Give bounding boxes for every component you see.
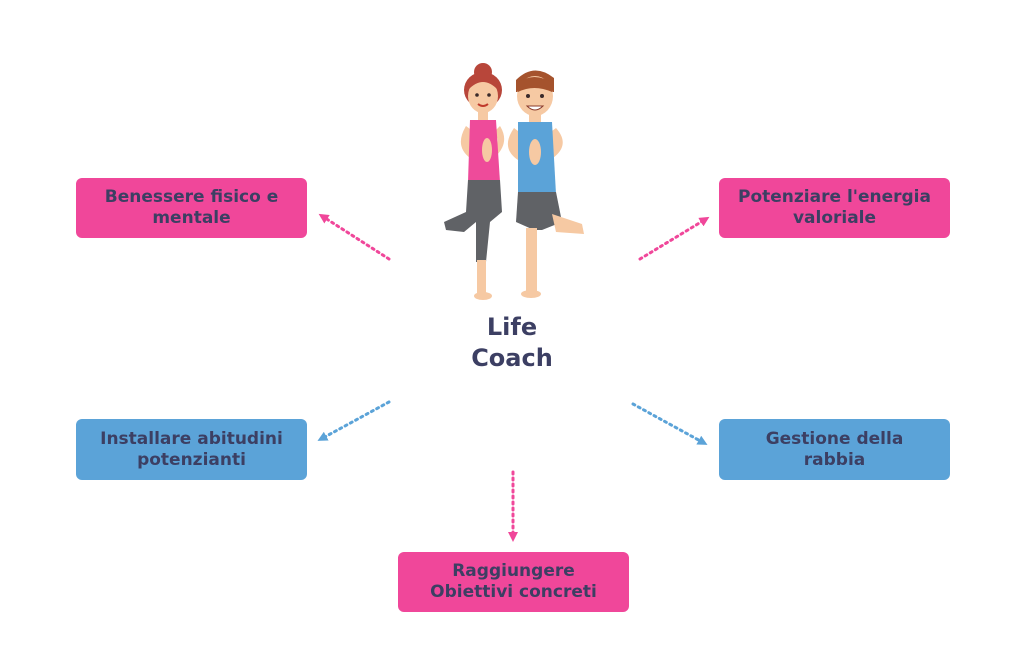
man-figure bbox=[507, 70, 584, 298]
node-raggiungere: Raggiungere Obiettivi concreti bbox=[398, 552, 629, 612]
yoga-couple-icon bbox=[444, 63, 584, 300]
woman-figure bbox=[444, 63, 505, 300]
center-title-line2: Coach bbox=[471, 344, 553, 372]
node-potenziare: Potenziare l'energia valoriale bbox=[719, 178, 950, 238]
center-title: Life Coach bbox=[432, 312, 592, 374]
node-gestione: Gestione della rabbia bbox=[719, 419, 950, 480]
arrow-to-potenziare bbox=[638, 216, 710, 261]
node-installare: Installare abitudini potenzianti bbox=[76, 419, 307, 480]
arrow-to-benessere bbox=[318, 213, 391, 261]
node-benessere: Benessere fisico e mentale bbox=[76, 178, 307, 238]
arrow-to-gestione bbox=[631, 402, 708, 445]
center-title-line1: Life bbox=[486, 313, 538, 341]
arrow-to-installare bbox=[317, 400, 391, 441]
